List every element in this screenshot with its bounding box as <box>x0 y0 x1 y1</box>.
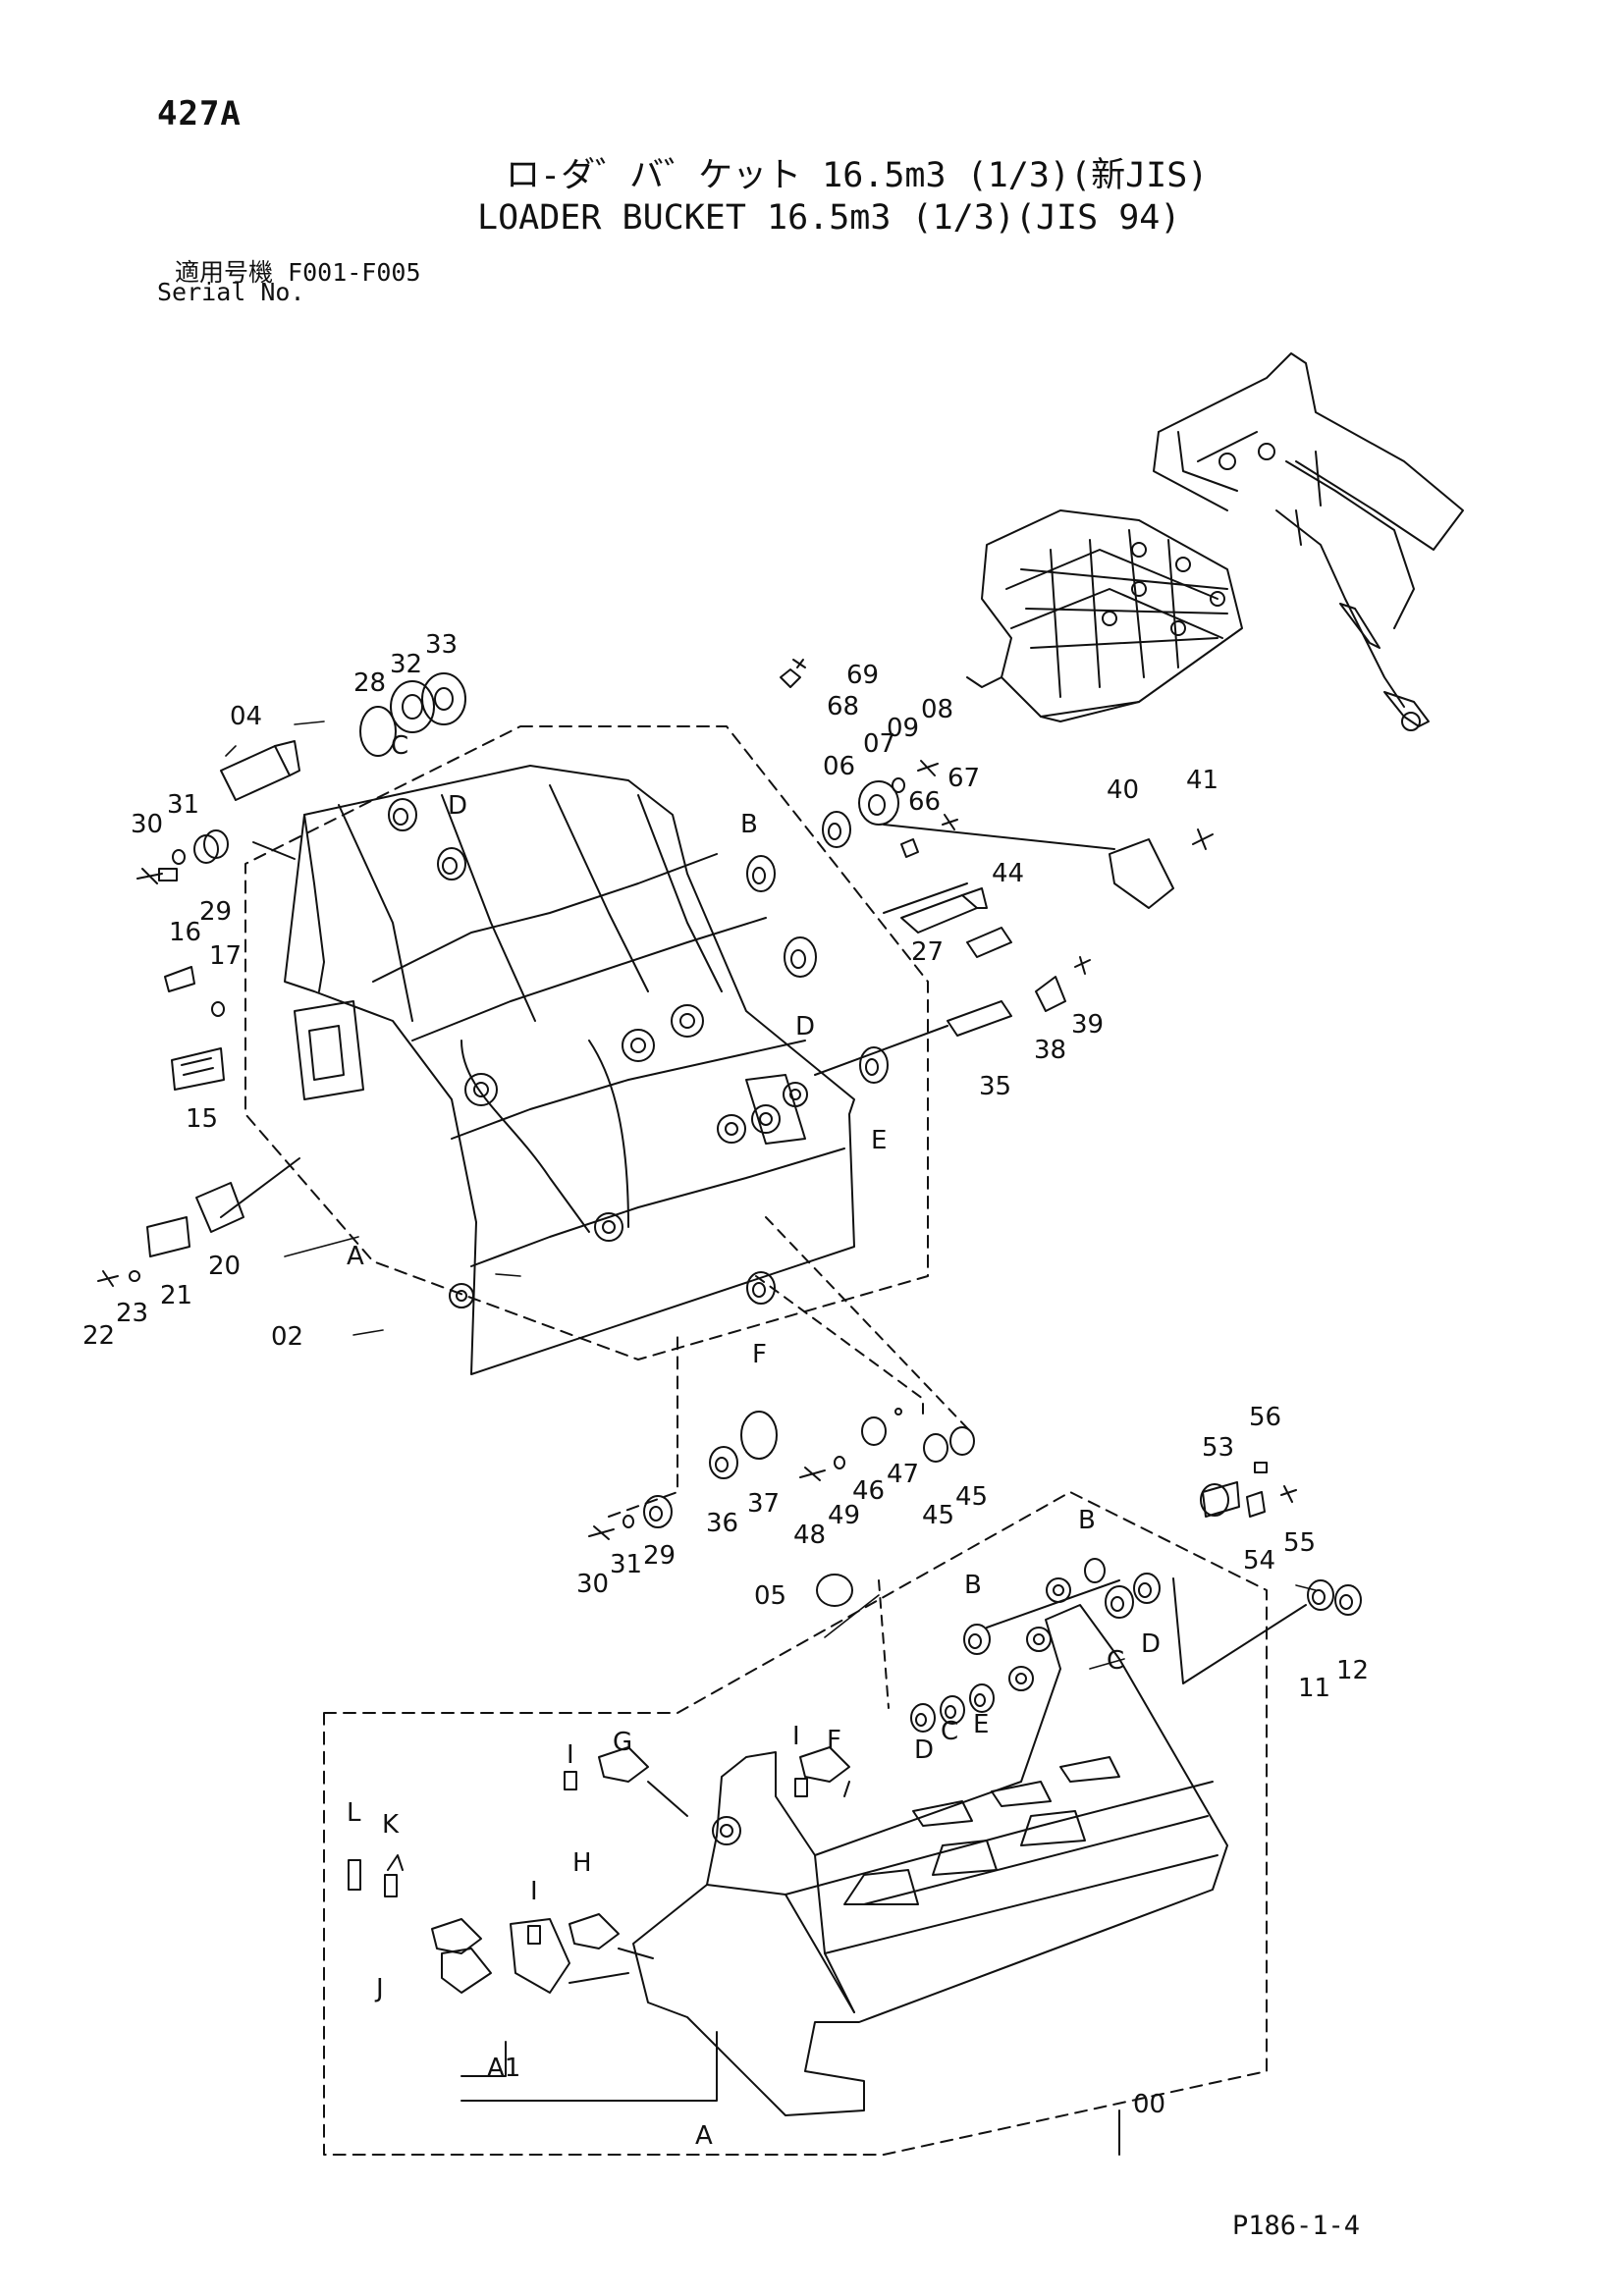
part-label-35: 35 <box>979 1072 1011 1101</box>
part-label-29a: 29 <box>199 897 232 927</box>
ref-label-K: K <box>382 1810 400 1840</box>
part-label-66: 66 <box>908 787 941 817</box>
part-label-09: 09 <box>887 714 919 743</box>
part-label-36: 36 <box>706 1509 738 1538</box>
part-label-32: 32 <box>390 650 422 679</box>
ref-label-C-3: C <box>941 1717 958 1746</box>
part-label-31a: 31 <box>167 790 199 820</box>
part-label-49: 49 <box>828 1501 860 1530</box>
ref-label-A-upper: A <box>347 1242 364 1271</box>
part-label-33: 33 <box>425 630 458 660</box>
part-label-27: 27 <box>911 937 944 967</box>
ref-label-E-1: E <box>871 1126 887 1155</box>
part-label-56: 56 <box>1249 1403 1281 1432</box>
ref-label-D-2: D <box>795 1012 815 1041</box>
ref-label-D-1: D <box>448 791 467 821</box>
part-label-16: 16 <box>169 918 201 947</box>
part-label-22: 22 <box>82 1321 115 1351</box>
part-label-48: 48 <box>793 1521 826 1550</box>
ref-label-I-3: I <box>530 1877 538 1906</box>
parts-upper-right <box>746 659 1214 1084</box>
serial-label: Serial No. <box>157 278 305 306</box>
part-label-45b: 45 <box>955 1482 988 1512</box>
part-label-41: 41 <box>1186 766 1218 795</box>
part-label-37: 37 <box>747 1489 780 1519</box>
leader-lines <box>225 721 1317 1670</box>
part-label-39: 39 <box>1071 1010 1104 1040</box>
ref-label-C-2: C <box>1107 1646 1124 1676</box>
letter-reference-labels: A A A1 B B B C C C D D D D E E F F G H I… <box>347 731 1161 2151</box>
ref-label-F-2: F <box>827 1726 841 1755</box>
part-label-53: 53 <box>1202 1433 1234 1463</box>
part-label-15: 15 <box>186 1104 218 1134</box>
part-label-20: 20 <box>208 1252 241 1281</box>
bucket-frame-assembly <box>244 725 929 1375</box>
part-label-30a: 30 <box>131 810 163 839</box>
serial-range-japanese: 適用号機 F001-F005 <box>175 258 421 287</box>
parts-upper-left <box>97 672 466 1287</box>
ref-label-J: J <box>374 1974 384 2003</box>
bucket-teeth-group <box>348 1746 1120 2156</box>
ref-label-A1: A1 <box>487 2054 520 2083</box>
part-label-29b: 29 <box>643 1541 676 1571</box>
part-label-12: 12 <box>1336 1656 1369 1685</box>
ref-label-A-lower: A <box>695 2121 713 2151</box>
part-label-17: 17 <box>209 941 242 971</box>
part-label-69: 69 <box>846 661 879 690</box>
part-label-02: 02 <box>271 1322 303 1352</box>
ref-label-D-4: D <box>914 1735 934 1765</box>
part-label-47: 47 <box>887 1460 919 1489</box>
ref-label-I-1: I <box>567 1740 574 1770</box>
ref-label-I-2: I <box>792 1722 800 1751</box>
page-number: 427A <box>157 94 242 133</box>
part-label-55: 55 <box>1283 1528 1316 1558</box>
part-label-54: 54 <box>1243 1546 1275 1575</box>
ref-label-L: L <box>347 1798 361 1828</box>
ref-label-C-1: C <box>391 731 408 761</box>
part-label-30b: 30 <box>576 1570 609 1599</box>
title-english: LOADER BUCKET 16.5m3 (1/3)(JIS 94) <box>477 198 1181 238</box>
footer-code: P186-1-4 <box>1232 2211 1361 2241</box>
ref-label-H: H <box>572 1848 592 1878</box>
part-label-11: 11 <box>1298 1674 1330 1703</box>
part-label-68: 68 <box>827 692 859 721</box>
part-number-labels: 00 02 04 05 06 07 08 09 11 12 15 16 17 2… <box>82 630 1369 2119</box>
part-label-07: 07 <box>863 729 895 759</box>
ref-label-B-3: B <box>964 1571 982 1600</box>
part-label-46: 46 <box>852 1476 885 1506</box>
bucket-lower-assembly <box>323 1491 1362 2156</box>
part-label-28: 28 <box>353 668 386 698</box>
part-label-44: 44 <box>992 859 1024 888</box>
part-label-31b: 31 <box>610 1550 642 1579</box>
parts-middle <box>588 1216 1297 1540</box>
machine-context-illustration <box>966 352 1464 731</box>
ref-label-D-3: D <box>1141 1629 1161 1659</box>
part-label-08: 08 <box>921 695 953 724</box>
part-label-05: 05 <box>754 1581 786 1611</box>
part-label-40: 40 <box>1107 775 1139 805</box>
ref-label-B-1: B <box>740 810 758 839</box>
part-label-21: 21 <box>160 1281 192 1310</box>
ref-label-F-1: F <box>752 1340 767 1369</box>
ref-label-G: G <box>613 1728 632 1757</box>
part-label-23: 23 <box>116 1299 148 1328</box>
part-label-38: 38 <box>1034 1036 1066 1065</box>
part-label-00: 00 <box>1133 2090 1165 2119</box>
ref-label-B-2: B <box>1078 1506 1096 1535</box>
title-japanese: ロ-ダ゛バ゛ケット 16.5m3 (1/3)(新JIS) <box>506 156 1209 195</box>
ref-label-E-2: E <box>973 1710 989 1739</box>
part-label-06: 06 <box>823 752 855 781</box>
part-label-45a: 45 <box>922 1501 954 1530</box>
part-label-67: 67 <box>947 764 980 793</box>
part-label-04: 04 <box>230 702 262 731</box>
